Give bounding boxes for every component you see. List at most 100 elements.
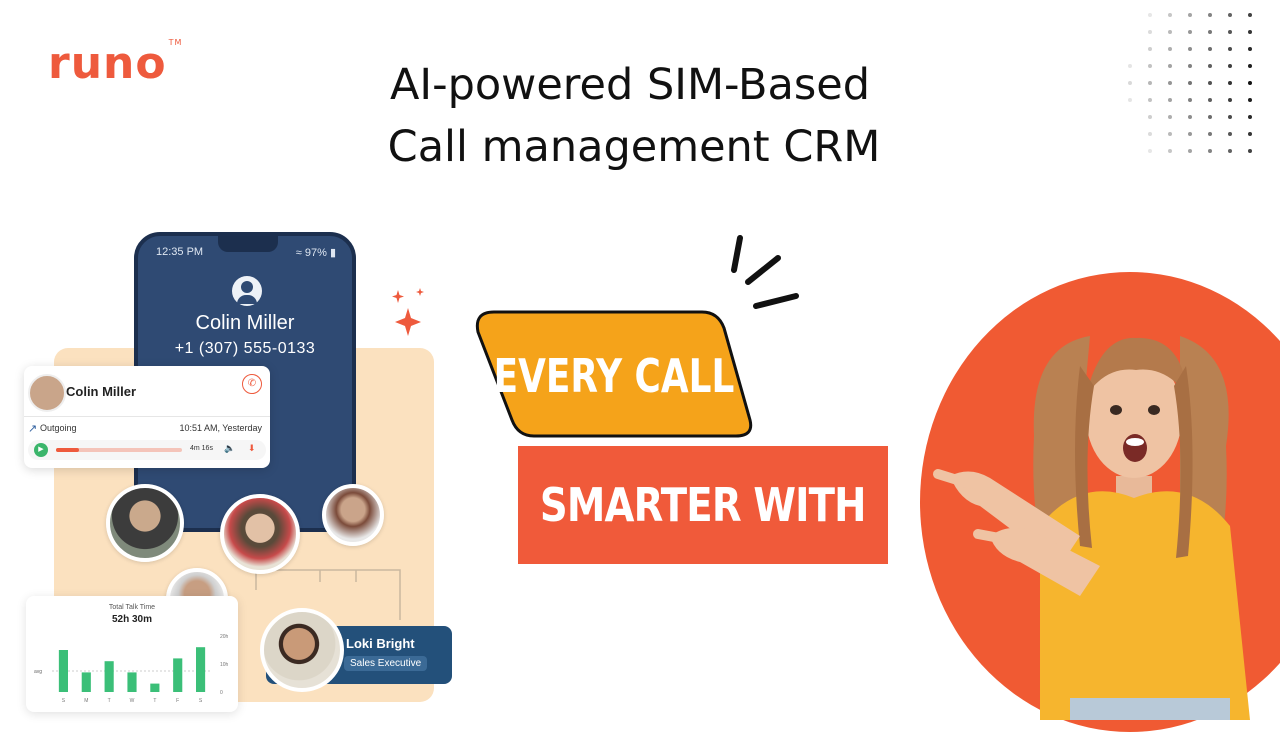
colin-avatar xyxy=(28,374,66,412)
logo-text: runo xyxy=(48,38,167,89)
sparkle-icon xyxy=(392,288,424,336)
contact-avatar-icon xyxy=(232,276,262,306)
phone-icon[interactable]: ✆ xyxy=(242,374,262,394)
team-avatar-chef xyxy=(322,484,384,546)
banner-line-2: SMARTER WITH AI xyxy=(539,478,867,532)
excited-woman-image xyxy=(933,336,1250,720)
y-tick-label: 0 xyxy=(220,690,223,696)
pattern-dot xyxy=(1248,98,1252,102)
outgoing-arrow-icon: ↗ xyxy=(28,423,38,435)
recording-duration: 4m 16s xyxy=(190,445,213,452)
pattern-dot xyxy=(1248,30,1252,34)
pattern-dot xyxy=(1148,98,1152,102)
pattern-dot xyxy=(1228,115,1232,119)
pattern-dot xyxy=(1188,47,1192,51)
team-tree-lines xyxy=(255,544,401,620)
pattern-dot xyxy=(1188,149,1192,153)
pattern-dot xyxy=(1208,98,1212,102)
pattern-dot xyxy=(1148,64,1152,68)
pattern-dot xyxy=(1208,64,1212,68)
card-divider xyxy=(24,416,270,417)
volume-icon[interactable]: 🔈 xyxy=(224,443,236,453)
pattern-dot xyxy=(1208,132,1212,136)
pattern-dot xyxy=(1188,13,1192,17)
pattern-dot xyxy=(1168,47,1172,51)
pattern-dot xyxy=(1208,13,1212,17)
smarter-banner: SMARTER WITH AI xyxy=(518,446,888,564)
pattern-dot xyxy=(1148,115,1152,119)
day-label: F xyxy=(176,698,179,704)
talk-time-value: 52h 30m xyxy=(111,614,153,625)
pattern-dot xyxy=(1188,98,1192,102)
recording-progress[interactable] xyxy=(56,448,182,452)
phone-contact-name: Colin Miller xyxy=(195,312,295,334)
pattern-dot xyxy=(1228,149,1232,153)
call-contact-name: Colin Miller xyxy=(66,384,137,399)
battery-level: 97% xyxy=(304,247,327,259)
team-avatar-cyclist xyxy=(106,484,184,562)
y-tick-label: 10h xyxy=(220,662,229,668)
phone-notch xyxy=(218,236,278,252)
pattern-dot xyxy=(1228,81,1232,85)
pattern-dot xyxy=(1248,81,1252,85)
talk-time-label: Total Talk Time xyxy=(108,604,156,611)
pattern-dot xyxy=(1228,64,1232,68)
dot-pattern xyxy=(1128,13,1252,153)
phone-clock: 12:35 PM xyxy=(156,246,204,258)
pattern-dot xyxy=(1208,47,1212,51)
recording-player: ▶ 4m 16s 🔈 ⬇ xyxy=(28,440,266,460)
agent-name: Loki Bright xyxy=(346,636,415,651)
pattern-dot xyxy=(1148,81,1152,85)
pattern-dot xyxy=(1168,81,1172,85)
pattern-dot xyxy=(1248,64,1252,68)
day-label: T xyxy=(153,698,156,704)
pattern-dot xyxy=(1188,64,1192,68)
agent-avatar xyxy=(260,608,344,692)
pattern-dot xyxy=(1228,132,1232,136)
call-log-card: Colin Miller ✆ ↗ Outgoing 10:51 AM, Yest… xyxy=(24,366,270,468)
talk-time-bar xyxy=(196,647,206,692)
talk-time-bar xyxy=(150,683,160,692)
pattern-dot xyxy=(1228,13,1232,17)
day-label: T xyxy=(108,698,111,704)
talk-time-bar xyxy=(104,661,114,692)
pattern-dot xyxy=(1148,30,1152,34)
pattern-dot xyxy=(1148,47,1152,51)
pattern-dot xyxy=(1248,149,1252,153)
accent-strokes xyxy=(731,235,799,309)
headline-line-2: Call management CRM xyxy=(387,122,881,172)
pattern-dot xyxy=(1128,81,1132,85)
pattern-dot xyxy=(1188,115,1192,119)
download-icon[interactable]: ⬇ xyxy=(248,443,256,453)
day-label: M xyxy=(84,698,88,704)
pattern-dot xyxy=(1188,30,1192,34)
headline-line-1: AI-powered SIM-Based xyxy=(389,60,871,110)
pattern-dot xyxy=(1228,30,1232,34)
pattern-dot xyxy=(1148,149,1152,153)
pattern-dot xyxy=(1168,149,1172,153)
day-label: S xyxy=(62,698,66,704)
pattern-dot xyxy=(1208,115,1212,119)
battery-icon: ▮ xyxy=(329,247,336,259)
pattern-dot xyxy=(1208,149,1212,153)
pattern-dot xyxy=(1228,47,1232,51)
talk-time-bar xyxy=(58,650,68,692)
headline: AI-powered SIM-Based Call management CRM xyxy=(360,54,900,178)
pattern-dot xyxy=(1168,64,1172,68)
pattern-dot xyxy=(1128,64,1132,68)
play-icon[interactable]: ▶ xyxy=(34,443,48,457)
team-avatar-glasses xyxy=(220,494,300,574)
pattern-dot xyxy=(1148,132,1152,136)
recording-progress-fill xyxy=(56,448,79,452)
pattern-dot xyxy=(1148,13,1152,17)
talk-time-bar xyxy=(127,672,137,692)
pattern-dot xyxy=(1168,13,1172,17)
avg-label: avg xyxy=(34,669,42,675)
call-direction: Outgoing xyxy=(40,423,77,433)
wifi-icon: ≈ xyxy=(295,247,302,259)
pattern-dot xyxy=(1248,115,1252,119)
pattern-dot xyxy=(1168,98,1172,102)
